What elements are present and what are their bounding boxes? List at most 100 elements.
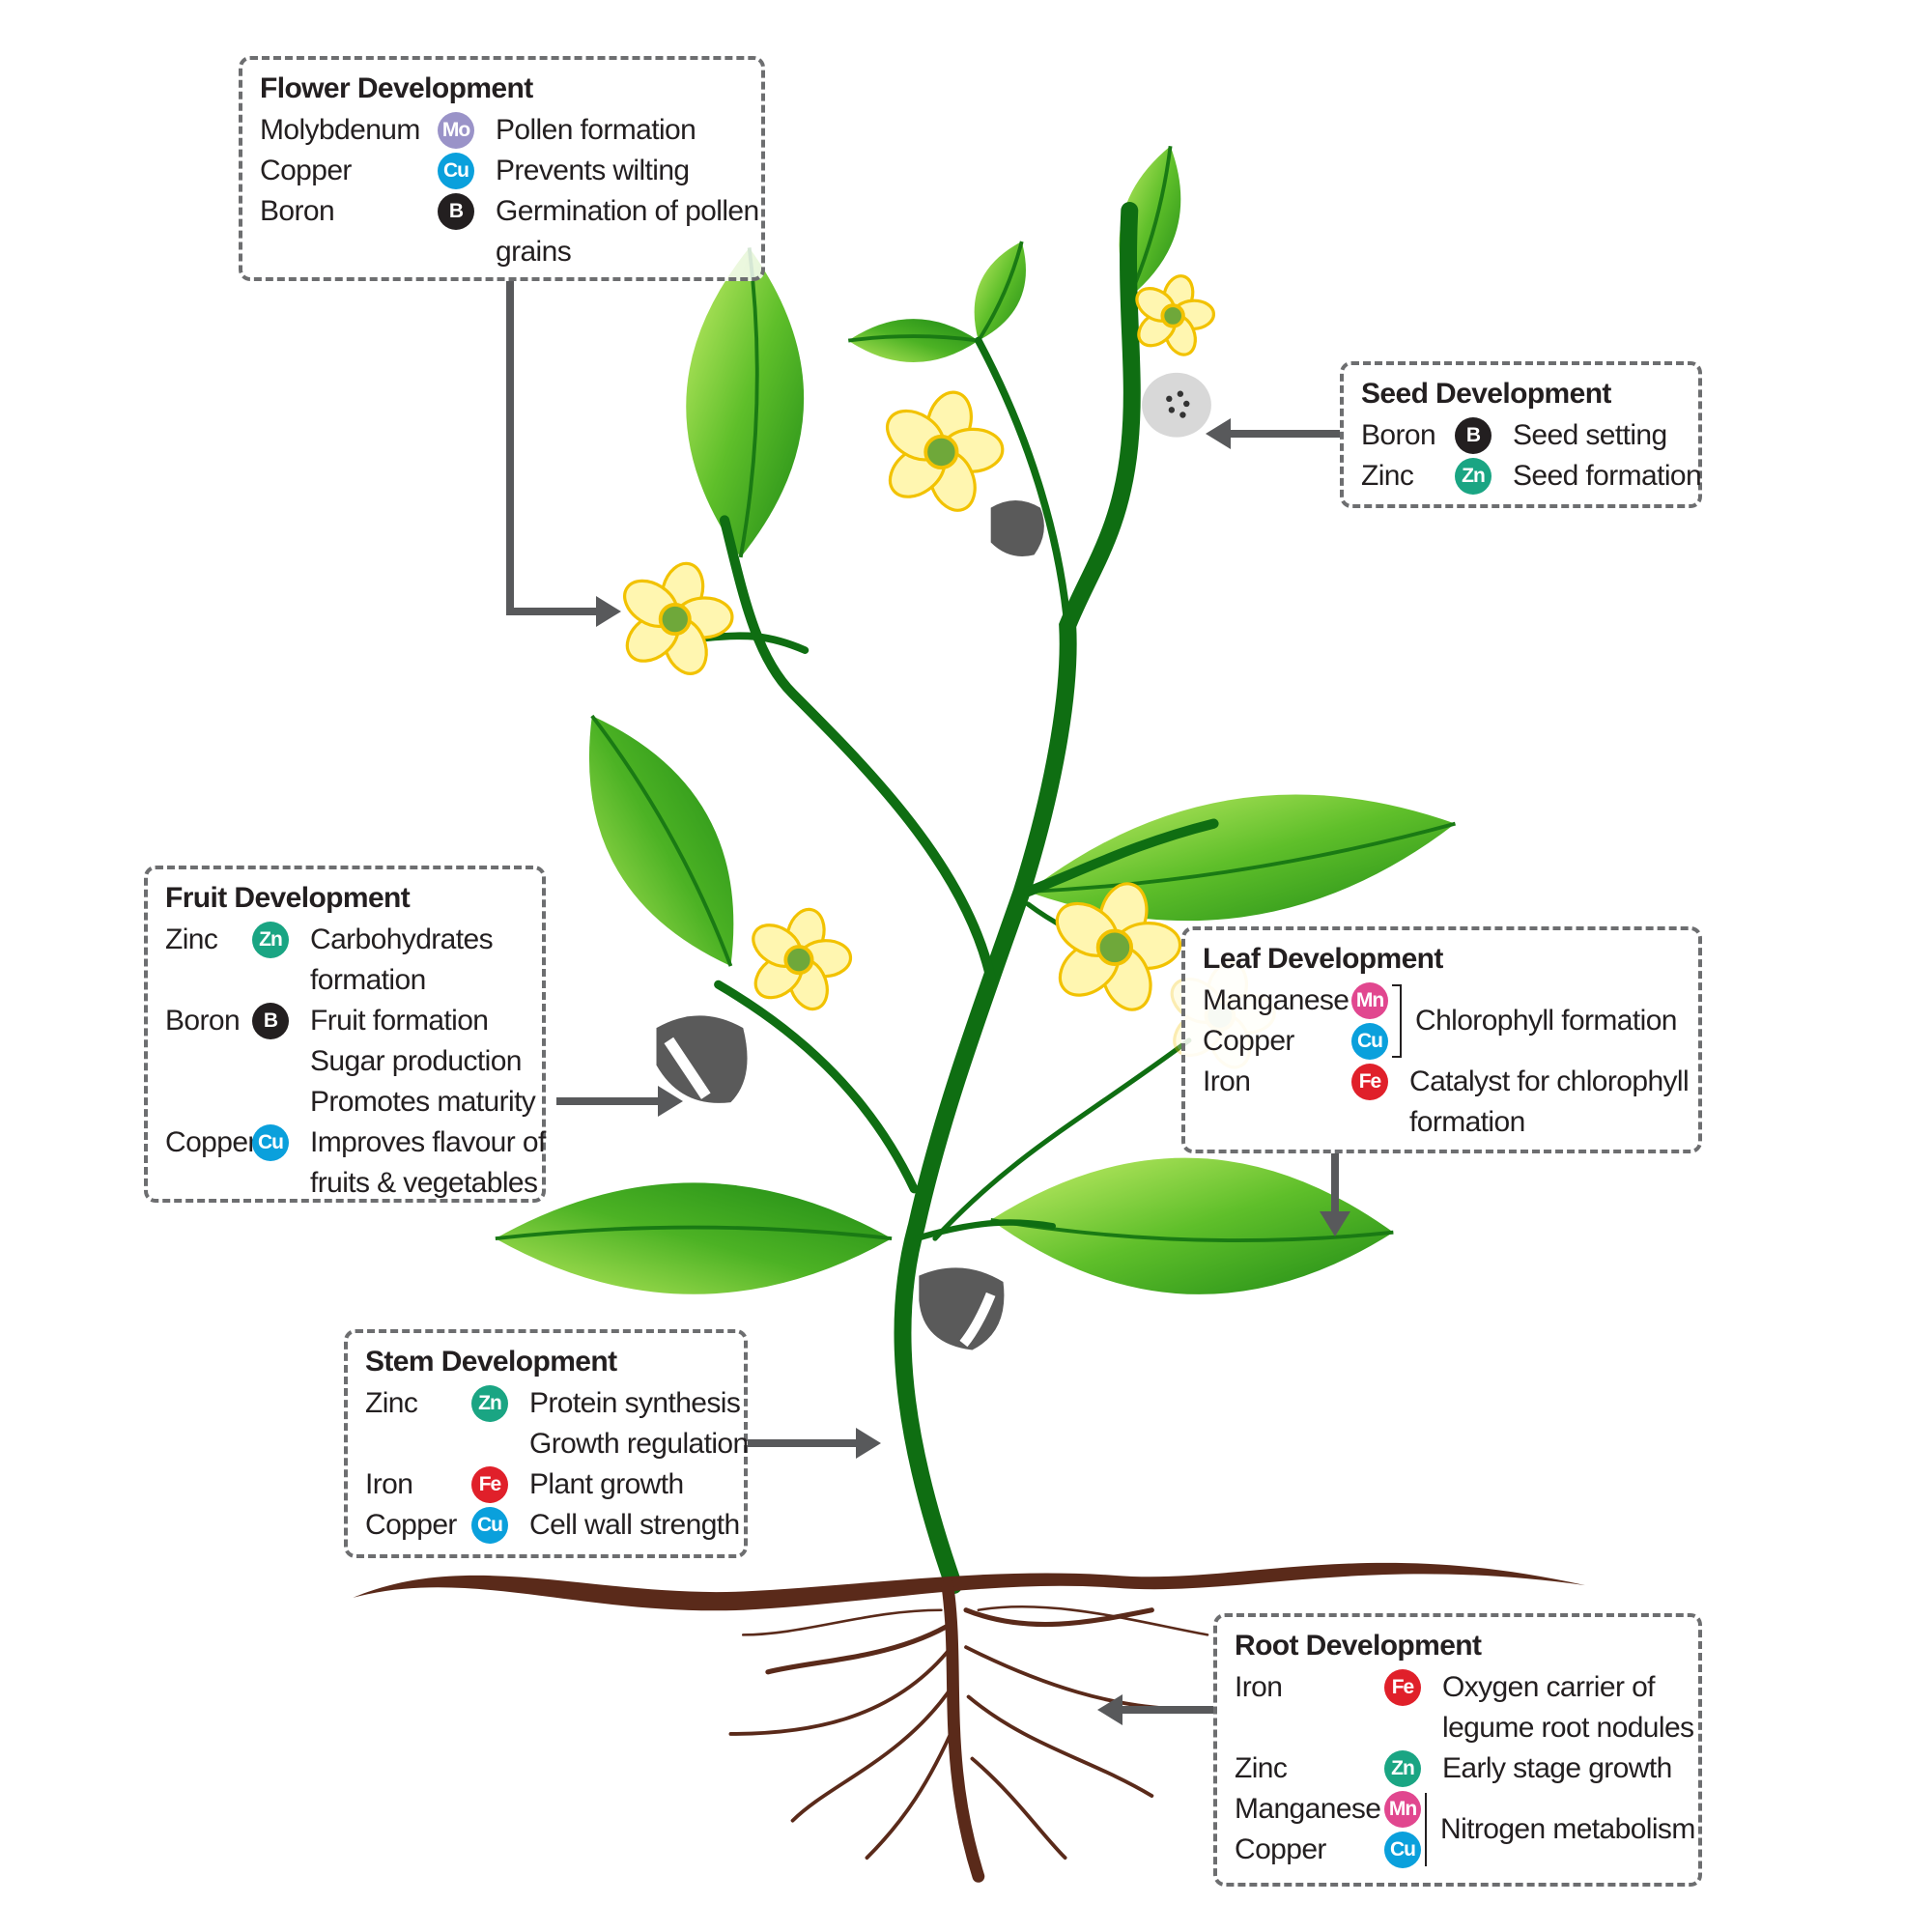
element-badge-cu: Cu xyxy=(471,1507,508,1544)
flower xyxy=(623,561,734,675)
element-badge-fe: Fe xyxy=(1384,1669,1421,1706)
box-title: Leaf Development xyxy=(1203,943,1443,975)
element-badge-zn: Zn xyxy=(1384,1750,1421,1787)
nutrient-row: Zinc Zn xyxy=(365,1383,508,1424)
flower xyxy=(886,390,1005,512)
nutrient-name: Zinc xyxy=(1235,1752,1288,1784)
function-text: Improves flavour of xyxy=(310,1126,546,1158)
element-badge-zn: Zn xyxy=(252,922,289,958)
nutrient-group: Zinc Zn Carbohydrates formation xyxy=(165,920,528,1001)
nutrient-row: Molybdenum Mo xyxy=(260,110,474,151)
function-text: formation xyxy=(310,964,426,996)
white-seed xyxy=(1142,372,1211,438)
arrow-flower xyxy=(506,281,599,615)
function-text: Pollen formation xyxy=(496,114,696,146)
main-stem xyxy=(894,201,1141,1595)
nutrient-row: Zinc Zn xyxy=(165,920,289,960)
function-text: Carbohydrates xyxy=(310,923,494,955)
function-text: Protein synthesis xyxy=(529,1387,741,1419)
nutrient-row: Boron B xyxy=(260,191,474,232)
function-text: Fruit formation xyxy=(310,1005,489,1037)
element-badge-fe: Fe xyxy=(471,1466,508,1503)
leaf xyxy=(990,1157,1394,1294)
box-title: Fruit Development xyxy=(165,882,411,914)
leaf xyxy=(495,1182,893,1294)
function-text: Seed setting xyxy=(1513,419,1667,451)
branch-upper xyxy=(975,336,1072,630)
function-text: Prevents wilting xyxy=(496,155,690,186)
element-badge-cu: Cu xyxy=(1351,1023,1388,1060)
element-badge-zn: Zn xyxy=(471,1385,508,1422)
element-badge-mo: Mo xyxy=(438,112,474,149)
function-text: legume root nodules xyxy=(1442,1712,1694,1744)
element-badge-cu: Cu xyxy=(438,153,474,189)
nutrient-name: Zinc xyxy=(165,923,218,955)
branch-lower-right xyxy=(932,1037,1192,1241)
branch-left-upper xyxy=(719,515,996,983)
function-text: Promotes maturity xyxy=(310,1086,536,1118)
nutrient-name: Iron xyxy=(1235,1671,1283,1703)
flower xyxy=(1135,274,1216,356)
function-text: Chlorophyll formation xyxy=(1415,1005,1677,1037)
branch-right xyxy=(1023,818,1219,897)
leaf-vein xyxy=(977,241,1024,342)
seed-pod xyxy=(990,499,1044,556)
arrowhead xyxy=(658,1086,683,1117)
leaf-vein xyxy=(495,1225,893,1241)
seed-pod xyxy=(656,1015,748,1103)
nutrient-name: Iron xyxy=(365,1468,413,1500)
function-text: Early stage growth xyxy=(1442,1752,1672,1784)
arrowhead xyxy=(1097,1694,1122,1725)
nutrient-name: Molybdenum xyxy=(260,114,420,146)
leaf-vein xyxy=(590,714,733,967)
nutrient-row: Iron Fe xyxy=(365,1464,508,1505)
bracket xyxy=(1392,984,1402,1058)
nutrient-name: Copper xyxy=(165,1126,257,1158)
branch-flower xyxy=(701,632,810,654)
leaf-vein xyxy=(738,247,759,558)
element-badge-cu: Cu xyxy=(1384,1832,1421,1868)
leaf xyxy=(588,716,734,967)
nutrient-row: Zinc Zn xyxy=(1235,1748,1421,1789)
leaf-vein xyxy=(847,334,980,343)
bracket xyxy=(1425,1793,1427,1866)
leaf xyxy=(686,247,805,557)
nutrient-name: Boron xyxy=(260,195,335,227)
element-badge-b: B xyxy=(1455,417,1492,454)
nutrient-name: Boron xyxy=(165,1005,241,1037)
nutrient-group: Molybdenum Mo Pollen formation xyxy=(260,110,748,151)
element-badge-b: B xyxy=(438,193,474,230)
leaf xyxy=(848,319,979,363)
seed-pod xyxy=(919,1267,1005,1350)
flower xyxy=(752,907,853,1011)
function-text: Sugar production xyxy=(310,1045,522,1077)
box-title: Seed Development xyxy=(1361,378,1611,410)
function-text: formation xyxy=(1409,1106,1525,1138)
branch-lower-left xyxy=(714,980,919,1194)
element-badge-cu: Cu xyxy=(252,1124,289,1161)
nutrient-name: Zinc xyxy=(365,1387,418,1419)
branch-leaf-low xyxy=(913,1219,1056,1242)
function-text: Cell wall strength xyxy=(529,1509,740,1541)
taproot xyxy=(941,1578,985,1883)
soil-line xyxy=(353,1562,1586,1611)
arrowhead xyxy=(596,596,621,627)
